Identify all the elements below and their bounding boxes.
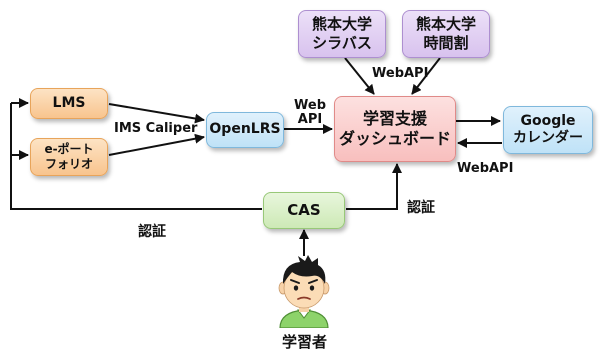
- learner-label: 学習者: [282, 333, 328, 351]
- timetable-label-line2: 時間割: [423, 34, 469, 52]
- timetable-node: 熊本大学 時間割: [402, 10, 490, 58]
- eportfolio-label-line2: フォリオ: [44, 157, 93, 171]
- arrow-lms-openlrs: [108, 103, 205, 124]
- google-calendar-label-line2: カレンダー: [513, 130, 583, 146]
- webapi-right-label: WebAPI: [457, 161, 514, 176]
- arrow-cas-dashboard: [346, 163, 402, 210]
- eportfolio-node: e-ポート フォリオ: [30, 138, 108, 176]
- arrow-eportfolio-openlrs: [108, 133, 205, 156]
- cas-label: CAS: [287, 201, 321, 220]
- webapi-top-label: WebAPI: [372, 66, 429, 81]
- webapi-left-label: Web API: [294, 98, 326, 128]
- syllabus-label-line2: シラバス: [312, 34, 372, 52]
- arrow-syllabus-dashboard: [344, 57, 375, 95]
- auth-left-label: 認証: [138, 224, 166, 240]
- dashboard-label-line2: ダッシュボード: [338, 129, 451, 148]
- lms-node: LMS: [30, 88, 108, 119]
- timetable-label-line1: 熊本大学: [415, 15, 476, 34]
- syllabus-label-line1: 熊本大学: [311, 15, 372, 34]
- eportfolio-label-line1: e-ポート: [44, 142, 94, 156]
- arrow-cas-left-spine: [10, 103, 262, 210]
- arrow-timetable-dashboard: [411, 57, 441, 95]
- google-calendar-node: Google カレンダー: [503, 106, 593, 154]
- dashboard-node: 学習支援 ダッシュボード: [334, 96, 456, 162]
- webapi-left-label-line1: Web: [294, 98, 326, 113]
- cas-node: CAS: [263, 192, 345, 229]
- lms-label: LMS: [52, 94, 86, 111]
- openlrs-label: OpenLRS: [209, 121, 281, 138]
- learner-person-icon: [278, 255, 330, 328]
- auth-right-label: 認証: [407, 200, 435, 216]
- webapi-left-label-line2: API: [297, 112, 323, 128]
- syllabus-node: 熊本大学 シラバス: [298, 10, 386, 58]
- dashboard-label-line1: 学習支援: [362, 109, 427, 128]
- google-calendar-label-line1: Google: [520, 112, 576, 129]
- ims-caliper-label: IMS Caliper: [114, 121, 198, 136]
- openlrs-node: OpenLRS: [206, 112, 284, 148]
